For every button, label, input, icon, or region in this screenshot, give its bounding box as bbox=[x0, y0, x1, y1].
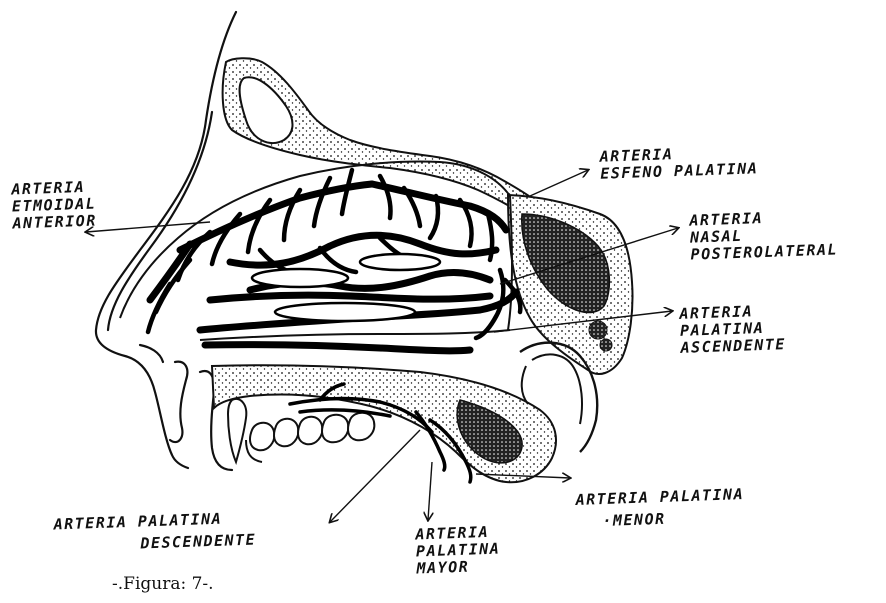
arterial-network bbox=[148, 170, 520, 351]
label-palatina-ascendente: ARTERIA PALATINA ASCENDENTE bbox=[679, 302, 786, 357]
label-etmoidal-anterior: ARTERIA ETMOIDAL ANTERIOR bbox=[11, 179, 97, 233]
label-nasal-posterolateral: ARTERIA NASAL POSTEROLATERAL bbox=[689, 207, 838, 263]
label-palatina-descendente: ARTERIA PALATINA DESCENDENTE bbox=[53, 506, 256, 557]
lip-contour bbox=[170, 362, 187, 442]
label-palatina-menor: ARTERIA PALATINA ·MENOR bbox=[575, 483, 745, 533]
label-esfeno-palatina: ARTERIA ESFENO PALATINA bbox=[599, 143, 758, 182]
teeth bbox=[228, 399, 374, 462]
figure-caption: -.Figura: 7-. bbox=[112, 574, 214, 594]
label-line: ANTERIOR bbox=[12, 213, 97, 233]
label-line: MAYOR bbox=[416, 558, 501, 578]
label-palatina-mayor: ARTERIA PALATINA MAYOR bbox=[415, 524, 501, 578]
